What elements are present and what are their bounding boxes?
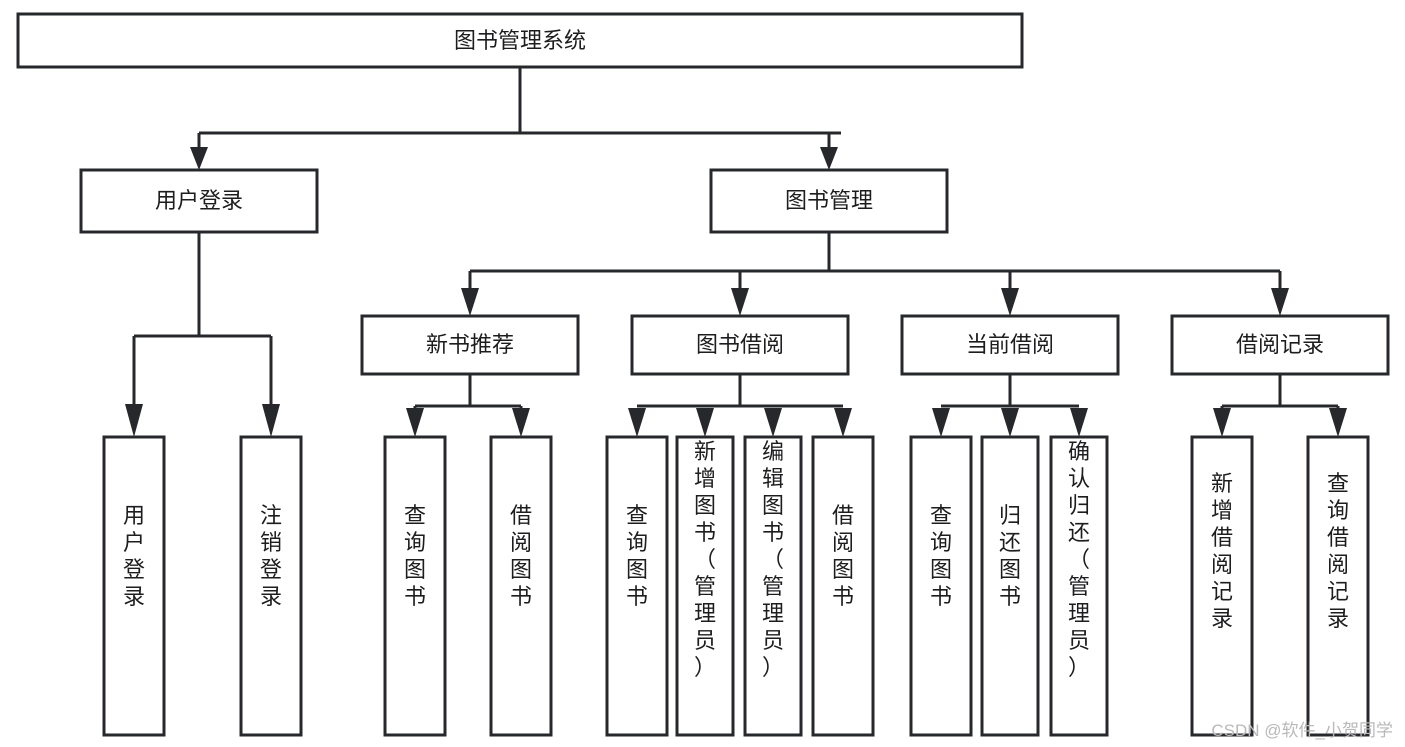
node-leaf-add-record-label: 新增借阅记录 bbox=[1211, 471, 1233, 631]
arrow-head-book-borrow bbox=[731, 288, 749, 316]
connectors-root-to-level2 bbox=[190, 67, 841, 170]
connectors-user-login-to-leaves bbox=[125, 232, 280, 437]
node-leaf-query-book-3[interactable]: 查询图书 bbox=[909, 435, 973, 737]
node-root-rect[interactable] bbox=[16, 12, 1024, 69]
node-leaf-borrow-book-2[interactable]: 借阅图书 bbox=[811, 435, 875, 737]
node-leaf-query-book-1[interactable]: 查询图书 bbox=[383, 435, 447, 737]
node-book-management-rect[interactable] bbox=[709, 168, 949, 234]
arrow-head-current-borrow bbox=[1001, 288, 1019, 316]
node-book-borrow-label: 图书借阅 bbox=[696, 332, 784, 357]
node-book-borrow[interactable]: 图书借阅 bbox=[630, 314, 850, 376]
node-leaf-query-book-1-rect[interactable] bbox=[383, 435, 447, 737]
arrow-head-leaf-query-book-1 bbox=[406, 408, 424, 437]
node-leaf-query-record[interactable]: 查询借阅记录 bbox=[1306, 435, 1370, 737]
node-user-login[interactable]: 用户登录 bbox=[79, 168, 319, 234]
node-new-book-recommend-label: 新书推荐 bbox=[426, 332, 514, 357]
arrow-head-new-book-recommend bbox=[461, 288, 479, 316]
node-leaf-borrow-book-2-rect[interactable] bbox=[811, 435, 875, 737]
node-user-login-rect[interactable] bbox=[79, 168, 319, 234]
node-leaf-return-book-label: 归还图书 bbox=[999, 503, 1021, 609]
node-leaf-borrow-book-1-label: 借阅图书 bbox=[510, 503, 532, 609]
node-leaf-query-book-2-label: 查询图书 bbox=[626, 503, 648, 609]
node-leaf-query-book-2-rect[interactable] bbox=[605, 435, 669, 737]
arrow-head-leaf-query-book-3 bbox=[932, 408, 950, 437]
node-leaf-query-book-3-rect[interactable] bbox=[909, 435, 973, 737]
node-leaf-user-login-label: 用户登录 bbox=[123, 503, 145, 609]
connectors-book-borrow-to-leaves bbox=[628, 374, 852, 437]
node-root[interactable]: 图书管理系统 bbox=[16, 12, 1024, 69]
arrow-head-leaf-add-book bbox=[696, 408, 714, 437]
node-leaf-confirm-return[interactable]: 确认归还（管理员） bbox=[1049, 435, 1109, 737]
node-leaf-confirm-return-rect[interactable] bbox=[1049, 435, 1109, 737]
node-current-borrow-label: 当前借阅 bbox=[966, 332, 1054, 357]
node-leaf-query-record-label: 查询借阅记录 bbox=[1327, 471, 1349, 631]
node-leaf-add-record-rect[interactable] bbox=[1190, 435, 1254, 737]
node-leaf-borrow-book-1-rect[interactable] bbox=[489, 435, 553, 737]
node-current-borrow[interactable]: 当前借阅 bbox=[900, 314, 1120, 376]
node-leaf-edit-book-rect[interactable] bbox=[743, 435, 803, 737]
node-leaf-add-book[interactable]: 新增图书（管理员） bbox=[675, 435, 735, 737]
node-book-borrow-rect[interactable] bbox=[630, 314, 850, 376]
node-user-login-label: 用户登录 bbox=[155, 188, 243, 213]
connectors-borrow-record-to-leaves bbox=[1213, 374, 1347, 437]
connectors-current-borrow-to-leaves bbox=[932, 374, 1088, 437]
node-leaf-user-logout[interactable]: 注销登录 bbox=[239, 435, 303, 737]
connectors-book-management-to-level3 bbox=[461, 232, 1289, 316]
node-leaf-edit-book[interactable]: 编辑图书（管理员） bbox=[743, 435, 803, 737]
node-leaf-user-login[interactable]: 用户登录 bbox=[102, 435, 166, 737]
node-leaf-query-book-2[interactable]: 查询图书 bbox=[605, 435, 669, 737]
arrow-head-leaf-add-record bbox=[1213, 408, 1231, 437]
node-borrow-record[interactable]: 借阅记录 bbox=[1170, 314, 1390, 376]
node-leaf-return-book-rect[interactable] bbox=[980, 435, 1040, 737]
node-new-book-recommend-rect[interactable] bbox=[360, 314, 580, 376]
arrow-head-book-management bbox=[820, 147, 838, 170]
arrow-head-leaf-query-book-2 bbox=[628, 408, 646, 437]
node-leaf-user-login-rect[interactable] bbox=[102, 435, 166, 737]
node-leaf-return-book[interactable]: 归还图书 bbox=[980, 435, 1040, 737]
arrow-head-leaf-edit-book bbox=[764, 408, 782, 437]
node-leaf-borrow-book-1[interactable]: 借阅图书 bbox=[489, 435, 553, 737]
csdn-watermark: CSDN @软件_小贺同学 bbox=[1211, 721, 1393, 740]
node-leaf-query-record-rect[interactable] bbox=[1306, 435, 1370, 737]
node-leaf-add-book-rect[interactable] bbox=[675, 435, 735, 737]
arrow-head-leaf-user-logout bbox=[262, 404, 280, 437]
arrow-head-user-login bbox=[190, 147, 208, 170]
node-book-management-label: 图书管理 bbox=[785, 188, 873, 213]
node-root-label: 图书管理系统 bbox=[454, 28, 586, 53]
node-leaf-user-logout-rect[interactable] bbox=[239, 435, 303, 737]
node-current-borrow-rect[interactable] bbox=[900, 314, 1120, 376]
node-leaf-query-book-1-label: 查询图书 bbox=[404, 503, 426, 609]
arrow-head-leaf-confirm-return bbox=[1070, 408, 1088, 437]
arrow-head-leaf-query-record bbox=[1329, 408, 1347, 437]
node-borrow-record-rect[interactable] bbox=[1170, 314, 1390, 376]
node-leaf-add-book-label: 新增图书（管理员） bbox=[694, 439, 716, 680]
node-leaf-user-logout-label: 注销登录 bbox=[260, 503, 282, 609]
node-leaf-add-record[interactable]: 新增借阅记录 bbox=[1190, 435, 1254, 737]
node-borrow-record-label: 借阅记录 bbox=[1236, 332, 1324, 357]
arrow-head-leaf-return-book bbox=[1001, 408, 1019, 437]
connectors-new-book-recommend-to-leaves bbox=[406, 374, 530, 437]
node-leaf-edit-book-label: 编辑图书（管理员） bbox=[762, 439, 784, 680]
node-new-book-recommend[interactable]: 新书推荐 bbox=[360, 314, 580, 376]
arrow-head-borrow-record bbox=[1271, 288, 1289, 316]
arrow-head-leaf-borrow-book-1 bbox=[512, 408, 530, 437]
arrow-head-leaf-borrow-book-2 bbox=[834, 408, 852, 437]
node-book-management[interactable]: 图书管理 bbox=[709, 168, 949, 234]
arrow-head-leaf-user-login bbox=[125, 404, 143, 437]
node-leaf-confirm-return-label: 确认归还（管理员） bbox=[1068, 439, 1090, 680]
node-leaf-borrow-book-2-label: 借阅图书 bbox=[832, 503, 854, 609]
node-leaf-query-book-3-label: 查询图书 bbox=[930, 503, 952, 609]
